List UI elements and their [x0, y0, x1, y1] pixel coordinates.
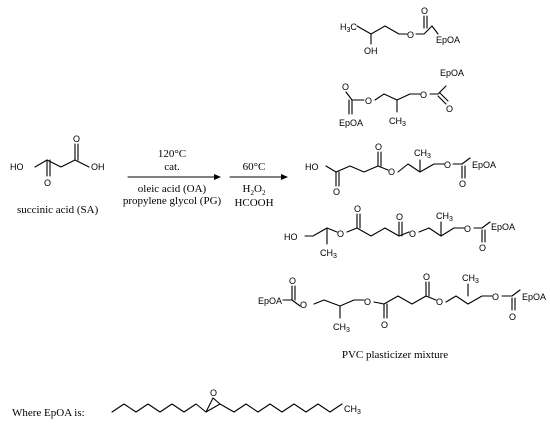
ho-label: HO	[305, 162, 319, 172]
epoa-label: EpOA	[491, 222, 515, 232]
succinic-o-label: O	[73, 134, 80, 144]
ester-o-label: O	[464, 224, 471, 234]
ester-o-label: O	[409, 229, 416, 239]
ch3-label: CH3	[320, 248, 337, 260]
carbonyl-o-label: O	[479, 243, 486, 253]
succinic-o-label: O	[44, 178, 51, 188]
epoa-label: EpOA	[258, 296, 282, 306]
carbonyl-o-label: O	[446, 104, 453, 114]
product-diester: O O EpOA CH3 O EpOA O	[339, 68, 464, 128]
carbonyl-o-label: O	[375, 142, 382, 152]
carbonyl-o-label: O	[342, 82, 349, 92]
succinic-acid-structure: HO OH O O	[10, 134, 105, 188]
ester-o-label: O	[420, 90, 427, 100]
products-caption: PVC plasticizer mixture	[342, 349, 448, 361]
epoa-definition-label: Where EpOA is:	[12, 407, 85, 419]
step1-reagent-propylene-glycol: propylene glycol (PG)	[123, 195, 222, 207]
succinic-oh-label: OH	[91, 162, 105, 172]
carbonyl-o-label: O	[381, 320, 388, 330]
succinic-acid-name: succinic acid (SA)	[17, 204, 99, 216]
carbonyl-o-label: O	[421, 6, 428, 16]
ho-label: HO	[284, 232, 298, 242]
step2-temperature: 60°C	[243, 161, 266, 173]
ester-o-label: O	[365, 96, 372, 106]
succinic-ho-label: HO	[10, 162, 24, 172]
carbonyl-o-label: O	[459, 179, 466, 189]
ch3-label: CH3	[462, 273, 479, 285]
epoa-label: EpOA	[339, 118, 363, 128]
epoa-chain-structure: O CH3	[111, 388, 361, 416]
epoa-label: EpOA	[436, 35, 460, 45]
h3c-label: H3C	[340, 22, 357, 34]
ester-o-label: O	[300, 300, 307, 310]
carbonyl-o-label: O	[423, 272, 430, 282]
epoa-label: EpOA	[522, 292, 546, 302]
epoa-label: EpOA	[472, 160, 496, 170]
terminal-ch3-label: CH3	[344, 404, 361, 416]
carbonyl-o-label: O	[289, 276, 296, 286]
carbonyl-o-label: O	[354, 204, 361, 214]
product-acid-ester: HO O O O CH3 O EpOA O	[305, 142, 496, 197]
product-hydroxy-diester: HO CH3 O O O O CH3 O EpOA O	[284, 204, 515, 260]
step2-hydrogen-peroxide: H2O2	[243, 183, 266, 197]
epoxide-o-label: O	[210, 388, 217, 398]
step1-temperature: 120°C	[158, 148, 186, 160]
step2-formic-acid: HCOOH	[234, 197, 273, 209]
ester-o-label: O	[492, 292, 499, 302]
ester-o-label: O	[444, 160, 451, 170]
ch3-label: CH3	[389, 116, 406, 128]
step1-reagent-oleic-acid: oleic acid (OA)	[138, 183, 207, 195]
product-monoester: H3C OH O O EpOA	[340, 6, 460, 56]
ester-o-label: O	[407, 30, 414, 40]
ch3-label: CH3	[436, 211, 453, 223]
epoa-label: EpOA	[440, 68, 464, 78]
ch3-label: CH3	[333, 322, 350, 334]
ester-o-label: O	[436, 297, 443, 307]
arrow-head-1	[214, 174, 221, 180]
ester-o-label: O	[388, 167, 395, 177]
carbonyl-o-label: O	[509, 312, 516, 322]
carbonyl-o-label: O	[396, 212, 403, 222]
carbonyl-o-label: O	[333, 187, 340, 197]
ch3-label: CH3	[414, 148, 431, 160]
ester-o-label: O	[337, 229, 344, 239]
ester-o-label: O	[364, 297, 371, 307]
arrow-head-2	[281, 174, 288, 180]
oh-label: OH	[364, 46, 378, 56]
step1-catalyst: cat.	[164, 161, 180, 173]
product-tetraester: EpOA O O CH3 O O O O CH3 O EpOA O	[258, 272, 546, 334]
